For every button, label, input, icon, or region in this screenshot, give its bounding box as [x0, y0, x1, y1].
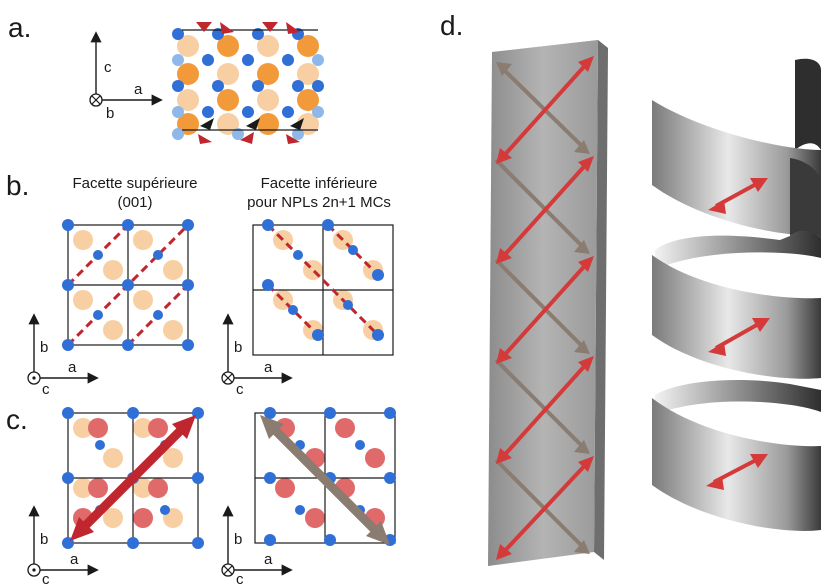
bottom-facet-caption: Facette inférieure pour NPLs 2n+1 MCs [212, 174, 426, 212]
panel-b-left-axes: b a c [27, 313, 99, 398]
axis-label-b: b [234, 531, 242, 548]
axis-label-b: b [40, 531, 48, 548]
axis-label-c: c [42, 571, 50, 586]
panel-label-b: b. [6, 170, 30, 201]
axis-label-c: c [104, 59, 112, 76]
axis-label-b: b [106, 105, 114, 122]
bottom-facet-caption-line2: pour NPLs 2n+1 MCs [247, 194, 391, 211]
flat-strip [488, 40, 608, 566]
panel-b-right-lattice [252, 219, 394, 356]
axis-label-a: a [264, 359, 273, 376]
panel-a-lattice [172, 22, 324, 144]
top-facet-caption: Facette supérieure (001) [40, 174, 230, 212]
bottom-facet-caption-line1: Facette inférieure [260, 175, 378, 192]
panel-b-right-axes: b a c [221, 313, 293, 398]
panel-c-left-lattice [62, 407, 204, 549]
axis-label-a: a [134, 81, 143, 98]
axis-label-a: a [70, 551, 79, 568]
helical-ribbon [652, 58, 821, 531]
panel-a-axes: c a b [89, 31, 163, 122]
axis-label-a: a [264, 551, 273, 568]
axis-label-c: c [236, 381, 244, 398]
axis-label-b: b [40, 339, 48, 356]
axis-label-c: c [42, 381, 50, 398]
panel-b-left-lattice [62, 219, 194, 351]
axis-label-a: a [68, 359, 77, 376]
panel-label-a: a. [8, 12, 32, 43]
panel-label-d: d. [440, 10, 464, 41]
top-facet-caption-line1: Facette supérieure [72, 175, 198, 192]
top-facet-caption-line2: (001) [117, 194, 153, 211]
panel-c-right-axes: b a c [221, 505, 293, 586]
panel-label-c: c. [6, 404, 28, 435]
panel-c-right-lattice [254, 407, 396, 546]
panel-c-left-axes: b a c [27, 505, 99, 586]
axis-label-b: b [234, 339, 242, 356]
axis-label-c: c [236, 571, 244, 586]
